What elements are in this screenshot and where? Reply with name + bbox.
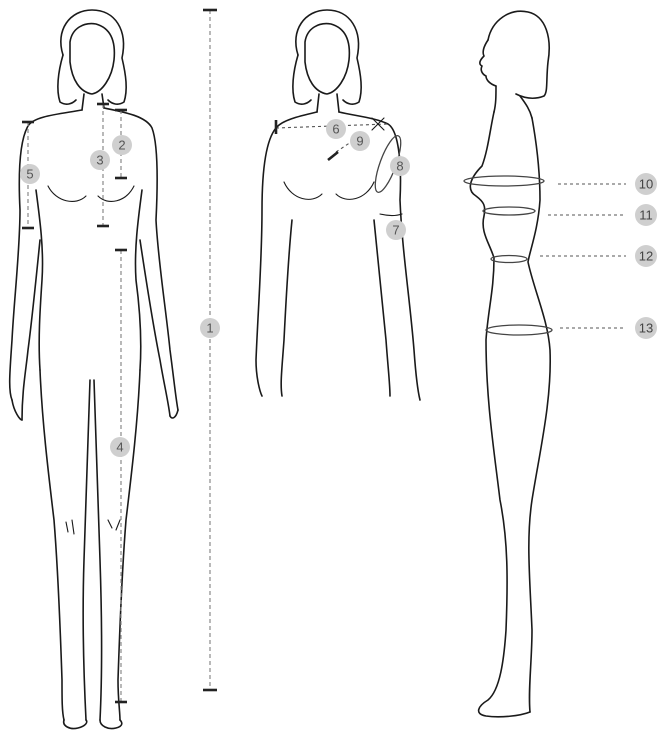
side-leaders (540, 184, 626, 328)
marker-6: 6 (326, 119, 346, 139)
marker-8: 8 (390, 156, 410, 176)
marker-11: 11 (635, 204, 657, 226)
marker-3-label: 3 (96, 153, 103, 168)
marker-2-label: 2 (118, 138, 125, 153)
marker-10-label: 10 (639, 177, 653, 192)
marker-6-label: 6 (332, 122, 339, 137)
marker-9: 9 (350, 131, 370, 151)
marker-8-label: 8 (396, 159, 403, 174)
marker-13: 13 (635, 317, 657, 339)
marker-4-label: 4 (116, 440, 123, 455)
marker-1: 1 (200, 318, 220, 338)
side-figure (464, 11, 552, 717)
marker-3: 3 (90, 150, 110, 170)
height-measurement (203, 10, 217, 690)
marker-7: 7 (386, 220, 406, 240)
marker-9-label: 9 (356, 134, 363, 149)
marker-10: 10 (635, 173, 657, 195)
marker-5-label: 5 (26, 167, 33, 182)
marker-12-label: 12 (639, 249, 653, 264)
marker-4: 4 (110, 437, 130, 457)
front-measurements (22, 104, 127, 702)
marker-2: 2 (112, 135, 132, 155)
marker-13-label: 13 (639, 321, 653, 336)
marker-5: 5 (20, 164, 40, 184)
marker-11-label: 11 (639, 208, 653, 223)
marker-1-label: 1 (206, 321, 213, 336)
upper-figure (256, 10, 420, 400)
front-figure (10, 10, 178, 729)
marker-12: 12 (635, 245, 657, 267)
marker-7-label: 7 (392, 223, 399, 238)
